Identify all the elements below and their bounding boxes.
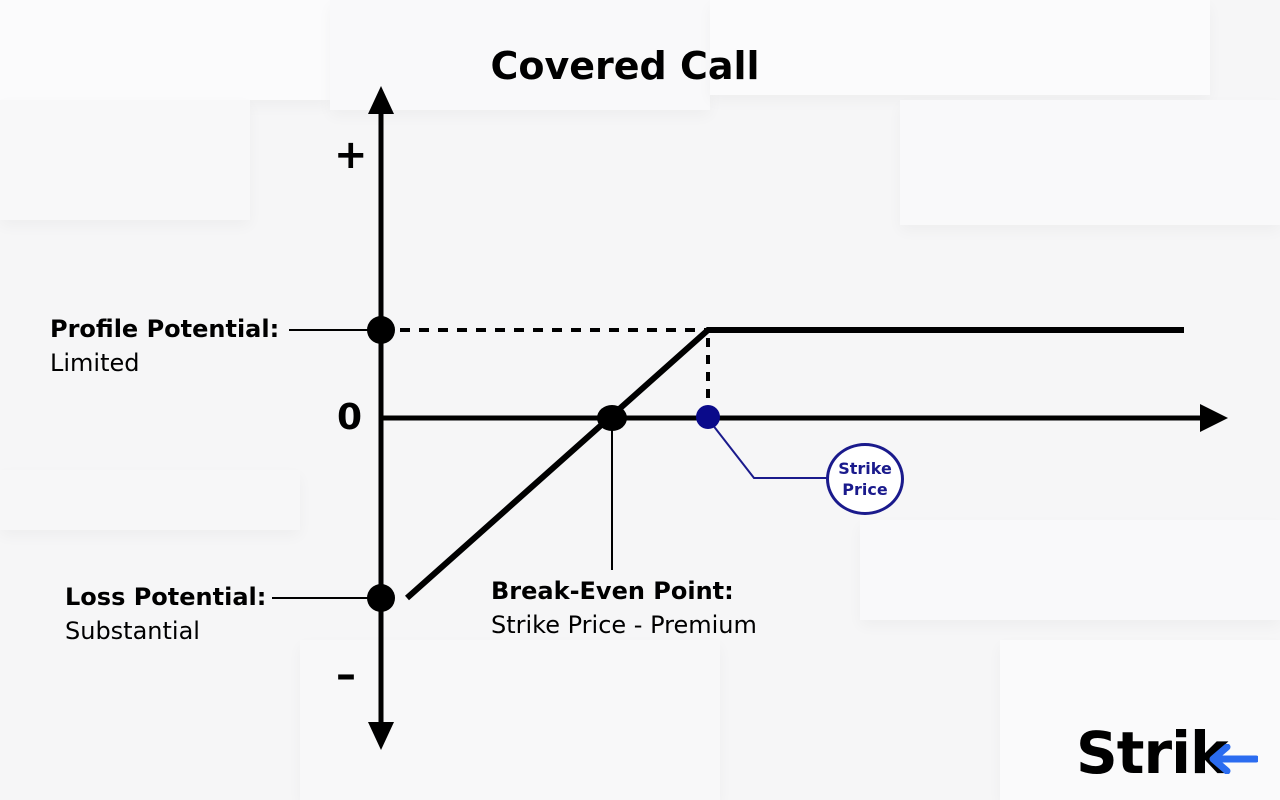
zero-axis-label: 0 bbox=[337, 397, 363, 438]
y-axis-arrow-down bbox=[368, 722, 394, 750]
max-loss-marker bbox=[367, 584, 395, 612]
x-axis-arrow bbox=[1200, 404, 1228, 432]
positive-axis-label: + bbox=[334, 132, 368, 178]
break-even-heading: Break-Even Point: bbox=[491, 577, 734, 605]
strike-badge-line1: Strike bbox=[838, 459, 892, 478]
loss-potential-heading: Loss Potential: bbox=[65, 583, 267, 611]
logo-text: Strik bbox=[1076, 719, 1229, 787]
y-axis-arrow-up bbox=[368, 86, 394, 114]
loss-potential-value: Substantial bbox=[65, 617, 200, 645]
diagram-title: Covered Call bbox=[490, 44, 760, 88]
strike-price-marker bbox=[696, 405, 720, 429]
break-even-marker bbox=[597, 405, 627, 431]
profit-potential-value: Limited bbox=[50, 349, 140, 377]
strike-logo: Strik bbox=[1076, 719, 1258, 787]
profit-potential-heading: Profile Potential: bbox=[50, 315, 280, 343]
strike-leader-line bbox=[711, 423, 828, 479]
strike-badge-line2: Price bbox=[842, 480, 888, 499]
negative-axis-label: – bbox=[336, 652, 356, 698]
break-even-value: Strike Price - Premium bbox=[491, 611, 757, 639]
max-profit-marker bbox=[367, 316, 395, 344]
logo-arrow-icon bbox=[1209, 744, 1258, 774]
payoff-line bbox=[405, 327, 1184, 601]
strike-price-badge: Strike Price bbox=[826, 443, 904, 515]
